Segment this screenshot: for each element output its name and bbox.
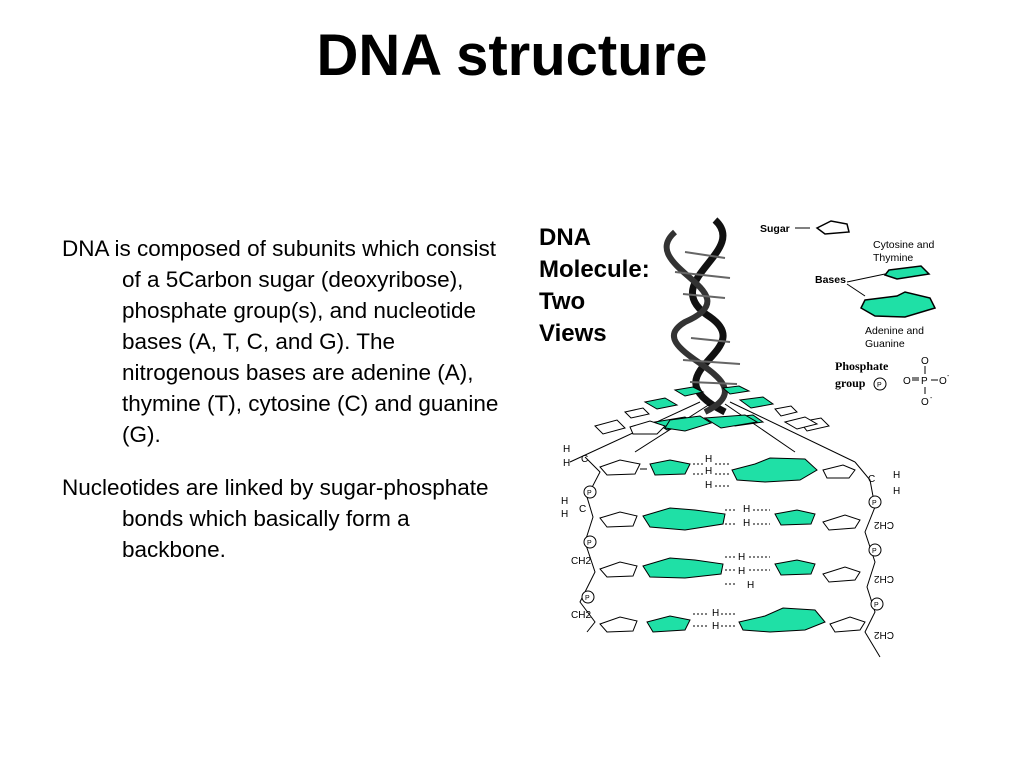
svg-text:H: H (705, 466, 712, 477)
svg-text:H: H (893, 486, 900, 497)
legend-adenine-guanine: Guanine (865, 338, 905, 350)
svg-text:C: C (868, 474, 875, 485)
base-pair-row: P H H C H H P CH2 (561, 485, 894, 531)
svg-text:-: - (930, 395, 933, 402)
svg-text:C: C (581, 454, 588, 465)
svg-text:H: H (712, 621, 719, 632)
svg-text:H: H (893, 470, 900, 481)
svg-text:P: P (872, 500, 877, 507)
svg-text:H: H (712, 608, 719, 619)
legend-cytosine-thymine: Thymine (873, 252, 913, 264)
figure-title-line: Two (539, 288, 585, 315)
svg-text:P: P (587, 540, 592, 547)
legend-sugar-label: Sugar (760, 223, 790, 235)
svg-text:P: P (585, 595, 590, 602)
legend-phosphate: group (835, 376, 866, 390)
base-pair-row (629, 414, 819, 435)
svg-text:CH2: CH2 (571, 556, 591, 567)
svg-text:P: P (587, 490, 592, 497)
svg-text:CH2: CH2 (874, 519, 894, 530)
svg-text:C: C (579, 504, 586, 515)
legend-phosphate: Phosphate (835, 359, 889, 373)
legend-cytosine-thymine: Cytosine and (873, 239, 934, 251)
pyrimidine-base-icon (883, 265, 931, 280)
dna-figure: DNA Molecule: Two Views (525, 212, 965, 662)
phosphate-icon (873, 377, 887, 391)
svg-text:H: H (747, 580, 754, 591)
legend: Sugar Cytosine and Thymine Bases Adenine… (760, 220, 950, 408)
base-pair-row: P CH2 H H P CH2 (571, 590, 894, 640)
svg-text:O: O (903, 376, 911, 387)
svg-text:O: O (939, 376, 947, 387)
base-pair-row: H H C H H H C H H (563, 444, 900, 497)
svg-text:P: P (872, 548, 877, 555)
svg-text:H: H (705, 480, 712, 491)
svg-text:H: H (705, 454, 712, 465)
slide-title: DNA structure (316, 23, 708, 88)
svg-text:H: H (738, 552, 745, 563)
svg-text:H: H (738, 566, 745, 577)
legend-bases-label: Bases (815, 274, 846, 286)
sugar-pentagon-icon (815, 220, 850, 235)
svg-text:H: H (743, 504, 750, 515)
svg-text:H: H (561, 509, 568, 520)
svg-text:H: H (561, 496, 568, 507)
svg-text:P: P (921, 376, 928, 387)
base-pair-row: P CH2 H H H P CH2 (571, 535, 894, 591)
svg-text:O: O (921, 397, 929, 408)
phosphate-symbol: P (877, 382, 882, 389)
paragraph-backbone: Nucleotides are linked by sugar-phosphat… (62, 475, 489, 562)
svg-text:H: H (743, 518, 750, 529)
svg-text:-: - (947, 373, 950, 380)
svg-text:P: P (874, 602, 879, 609)
slide-body: DNA is composed of subunits which consis… (62, 233, 502, 587)
svg-text:CH2: CH2 (571, 610, 591, 621)
svg-text:CH2: CH2 (874, 573, 894, 584)
figure-title-line: Molecule: (539, 256, 650, 283)
figure-title-line: DNA (539, 224, 591, 251)
phosphate-formula: O O P O - O - (903, 356, 950, 408)
figure-title-line: Views (539, 320, 607, 347)
svg-text:H: H (563, 458, 570, 469)
purine-base-icon (860, 291, 937, 318)
paragraph-composition: DNA is composed of subunits which consis… (62, 236, 499, 447)
svg-text:CH2: CH2 (874, 629, 894, 640)
svg-text:O: O (921, 356, 929, 367)
legend-adenine-guanine: Adenine and (865, 325, 924, 337)
svg-text:H: H (563, 444, 570, 455)
